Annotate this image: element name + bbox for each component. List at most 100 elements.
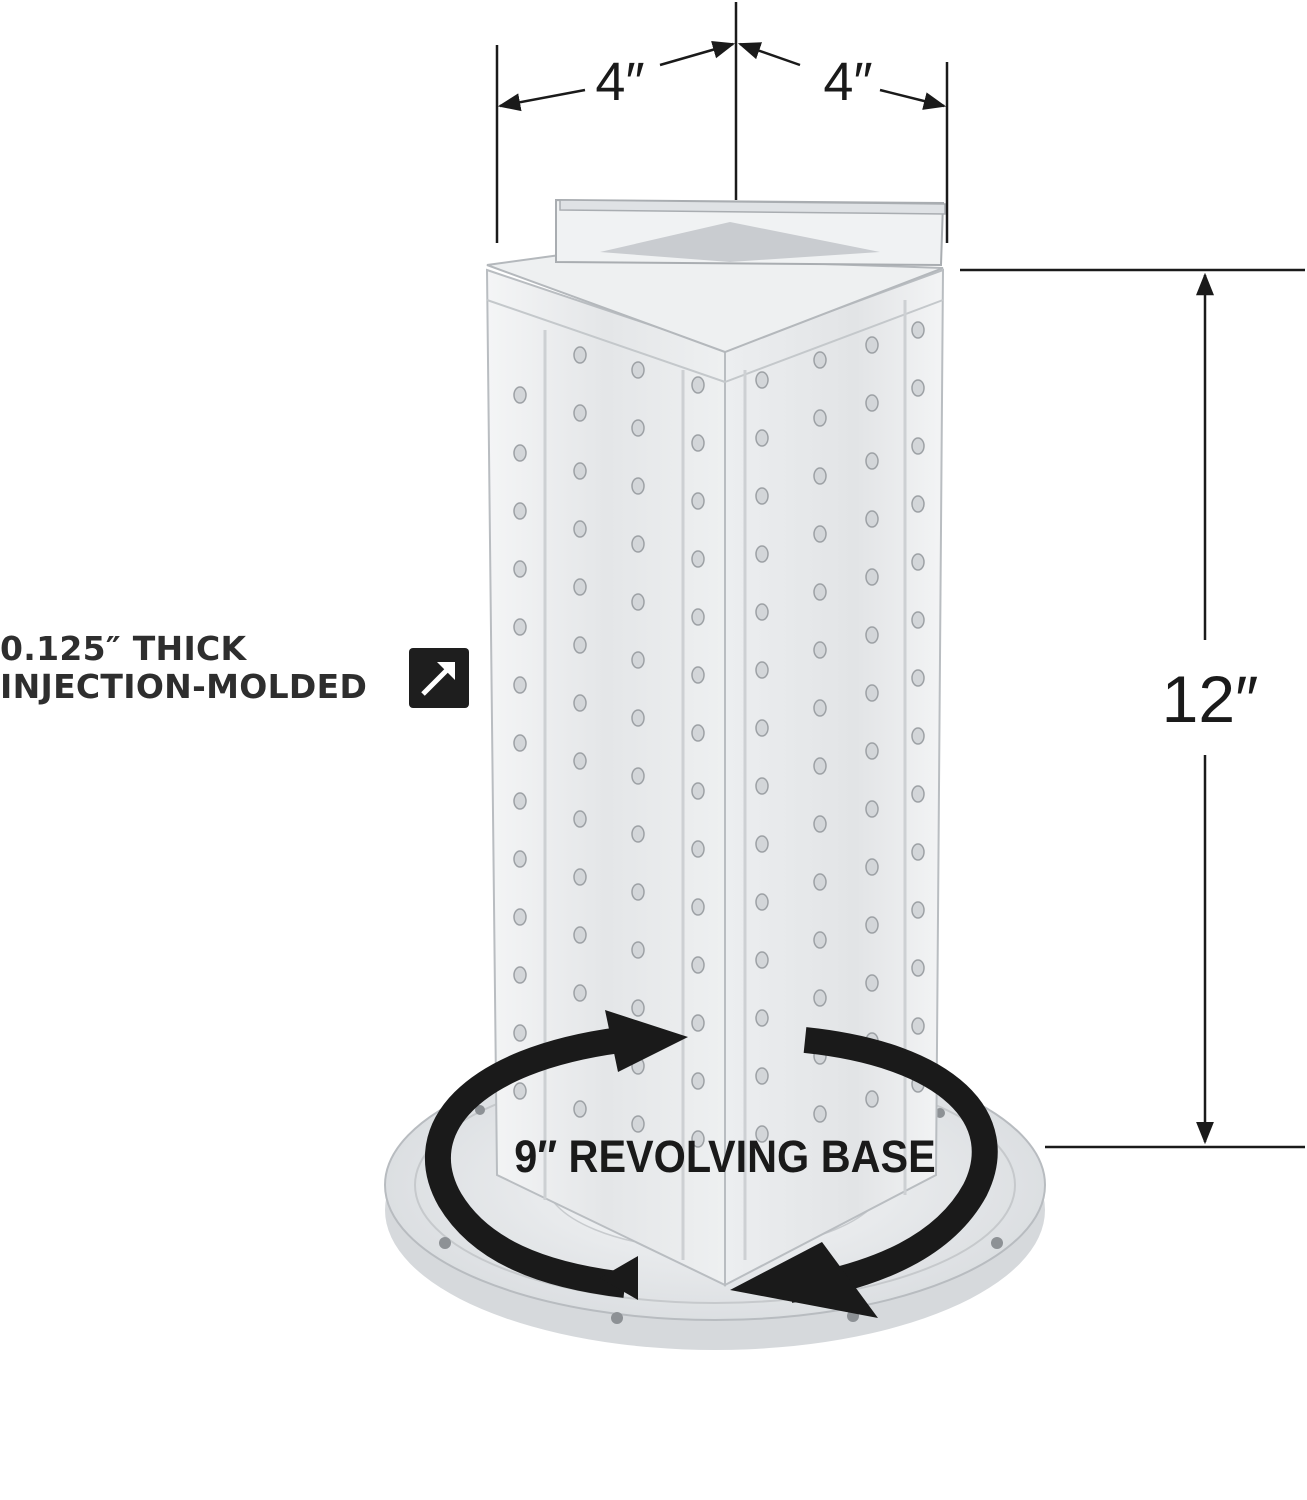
peg-hole	[691, 724, 705, 742]
peg-hole	[573, 984, 587, 1002]
pegboard-tower	[485, 253, 945, 1287]
arrow-up-right-icon	[409, 648, 469, 708]
peg-hole	[513, 560, 527, 578]
peg-hole	[813, 351, 827, 369]
peg-hole	[513, 966, 527, 984]
peg-hole	[513, 676, 527, 694]
peg-hole	[691, 666, 705, 684]
peg-hole	[513, 850, 527, 868]
peg-hole	[865, 336, 879, 354]
width-right-label: 4″	[823, 52, 872, 112]
rotation-arrows	[424, 1027, 998, 1303]
peg-hole	[573, 404, 587, 422]
peg-hole	[911, 785, 925, 803]
peg-hole	[573, 462, 587, 480]
peg-hole	[513, 792, 527, 810]
peg-hole	[513, 734, 527, 752]
peg-hole	[691, 1130, 705, 1148]
peg-hole	[755, 951, 769, 969]
peg-hole	[755, 1125, 769, 1143]
peg-hole	[631, 709, 645, 727]
peg-hole	[573, 636, 587, 654]
peg-hole	[865, 684, 879, 702]
peg-hole	[691, 550, 705, 568]
peg-hole	[865, 626, 879, 644]
peg-hole	[691, 840, 705, 858]
peg-hole	[755, 1009, 769, 1027]
peg-hole	[691, 898, 705, 916]
peg-hole	[813, 989, 827, 1007]
width-left-label: 4″	[595, 52, 644, 112]
peg-hole	[755, 1067, 769, 1085]
peg-hole	[755, 487, 769, 505]
peg-hole	[755, 777, 769, 795]
peg-hole	[691, 492, 705, 510]
peg-hole	[813, 931, 827, 949]
peg-hole	[911, 959, 925, 977]
peg-hole	[513, 386, 527, 404]
peg-hole	[691, 782, 705, 800]
peg-hole	[573, 752, 587, 770]
peg-hole	[813, 525, 827, 543]
peg-hole	[865, 858, 879, 876]
peg-hole	[513, 618, 527, 636]
peg-hole	[911, 553, 925, 571]
peg-hole	[865, 974, 879, 992]
peg-holes	[513, 321, 925, 1148]
peg-hole	[631, 419, 645, 437]
peg-hole	[911, 321, 925, 339]
peg-hole	[573, 578, 587, 596]
peg-hole	[631, 1115, 645, 1133]
peg-hole	[865, 568, 879, 586]
peg-hole	[755, 371, 769, 389]
peg-hole	[813, 757, 827, 775]
peg-hole	[755, 661, 769, 679]
peg-hole	[573, 868, 587, 886]
peg-hole	[813, 1105, 827, 1123]
base-label: 9″ REVOLVING BASE	[514, 1132, 935, 1182]
peg-hole	[691, 956, 705, 974]
peg-hole	[911, 437, 925, 455]
peg-hole	[911, 727, 925, 745]
peg-hole	[513, 502, 527, 520]
peg-hole	[911, 901, 925, 919]
rotation-arrowheads	[600, 1010, 878, 1318]
peg-hole	[755, 603, 769, 621]
callout-line-1: 0.125″ THICK	[0, 629, 247, 668]
peg-hole	[865, 800, 879, 818]
peg-hole	[865, 742, 879, 760]
peg-hole	[631, 767, 645, 785]
peg-hole	[755, 429, 769, 447]
peg-hole	[573, 346, 587, 364]
peg-hole	[573, 694, 587, 712]
peg-hole	[813, 583, 827, 601]
peg-hole	[631, 593, 645, 611]
peg-hole	[691, 434, 705, 452]
peg-hole	[813, 641, 827, 659]
peg-hole	[911, 843, 925, 861]
peg-hole	[631, 825, 645, 843]
peg-hole	[573, 520, 587, 538]
peg-hole	[631, 477, 645, 495]
peg-hole	[865, 1090, 879, 1108]
sign-holder	[555, 198, 946, 267]
peg-hole	[911, 1017, 925, 1035]
peg-hole	[631, 883, 645, 901]
peg-hole	[813, 873, 827, 891]
peg-hole	[911, 669, 925, 687]
peg-hole	[755, 893, 769, 911]
peg-hole	[691, 608, 705, 626]
width-dimension	[495, 2, 949, 243]
callout-line-2: INJECTION-MOLDED	[0, 667, 368, 706]
peg-hole	[631, 999, 645, 1017]
peg-hole	[911, 379, 925, 397]
peg-hole	[513, 1024, 527, 1042]
peg-hole	[631, 651, 645, 669]
peg-hole	[865, 452, 879, 470]
peg-hole	[631, 535, 645, 553]
peg-hole	[513, 444, 527, 462]
peg-hole	[813, 815, 827, 833]
peg-hole	[865, 916, 879, 934]
peg-hole	[513, 908, 527, 926]
height-dimension	[960, 268, 1305, 1149]
